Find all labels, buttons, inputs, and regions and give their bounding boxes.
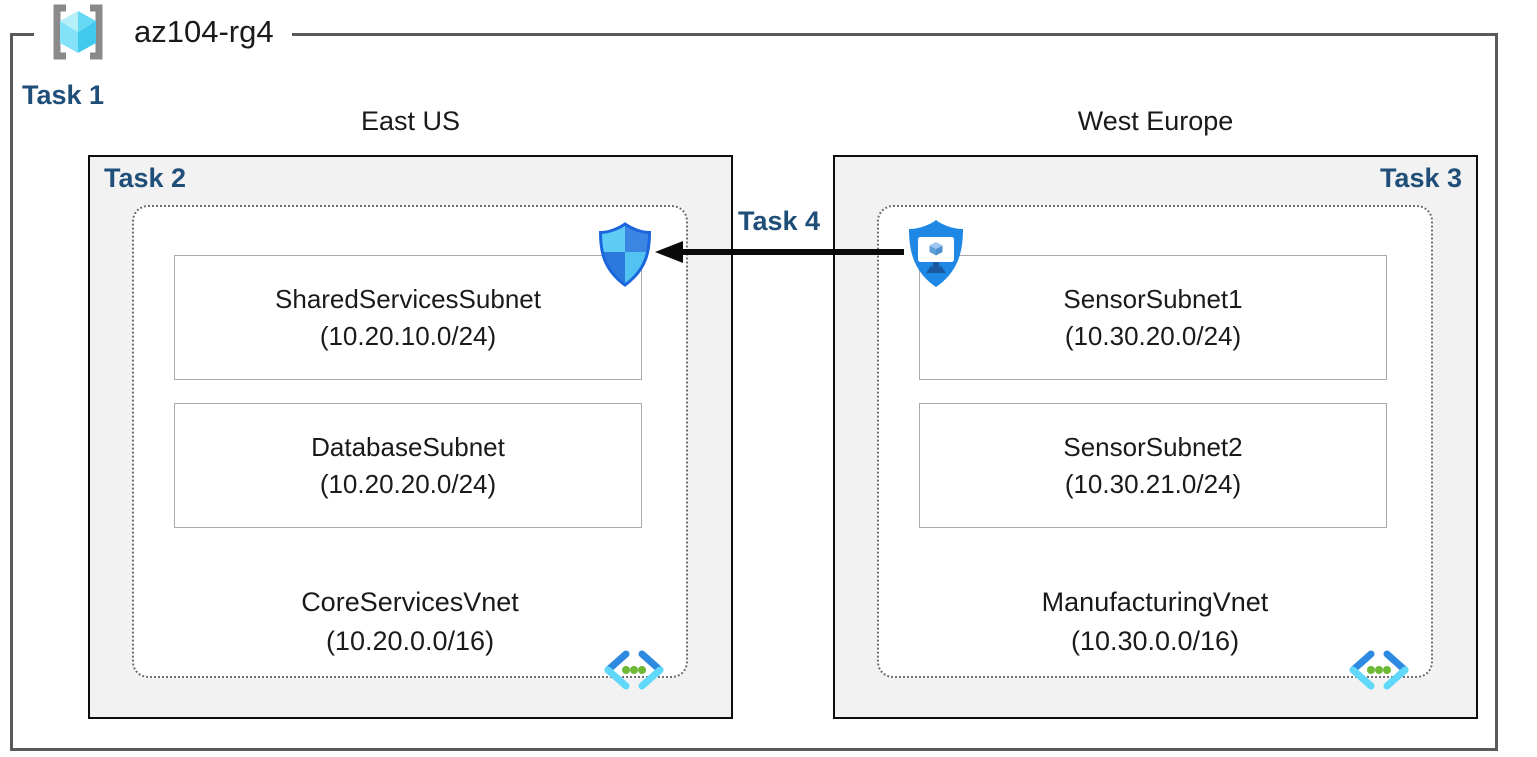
virtual-network-icon bbox=[604, 650, 664, 690]
vnet-cidr: (10.30.0.0/16) bbox=[1070, 625, 1240, 656]
subnet-database: DatabaseSubnet (10.20.20.0/24) bbox=[174, 403, 642, 528]
vnet-label-manufacturing: ManufacturingVnet (10.30.0.0/16) bbox=[879, 583, 1431, 660]
subnet-cidr: (10.30.21.0/24) bbox=[1064, 468, 1242, 499]
subnet-sensor2: SensorSubnet2 (10.30.21.0/24) bbox=[919, 403, 1387, 528]
resource-group-label: az104-rg4 bbox=[34, 0, 292, 64]
task1-label: Task 1 bbox=[22, 80, 105, 110]
subnet-name: SharedServicesSubnet bbox=[275, 283, 541, 314]
subnet-name: SensorSubnet2 bbox=[1063, 431, 1243, 462]
task4-label: Task 4 bbox=[737, 206, 821, 236]
task3-label: Task 3 bbox=[1379, 163, 1462, 193]
vnet-manufacturing: SensorSubnet1 (10.30.20.0/24) SensorSubn… bbox=[877, 205, 1433, 690]
region-title-west-europe: West Europe bbox=[1077, 106, 1234, 136]
vnet-label-coreservices: CoreServicesVnet (10.20.0.0/16) bbox=[134, 583, 686, 660]
subnet-sensor1: SensorSubnet1 (10.30.20.0/24) bbox=[919, 255, 1387, 380]
subnet-cidr: (10.20.10.0/24) bbox=[319, 320, 497, 351]
network-security-shield-icon bbox=[598, 222, 652, 287]
vnet-cidr: (10.20.0.0/16) bbox=[325, 625, 495, 656]
resource-group-name: az104-rg4 bbox=[134, 14, 274, 49]
subnet-name: DatabaseSubnet bbox=[311, 431, 505, 462]
vnet-name: CoreServicesVnet bbox=[301, 587, 519, 618]
subnet-cidr: (10.30.20.0/24) bbox=[1064, 320, 1242, 351]
peering-arrow bbox=[655, 241, 904, 263]
vnet-coreservices: SharedServicesSubnet (10.20.10.0/24) Dat… bbox=[132, 205, 688, 690]
task2-label: Task 2 bbox=[104, 163, 187, 193]
resource-group-icon bbox=[53, 4, 103, 60]
subnet-sharedservices: SharedServicesSubnet (10.20.10.0/24) bbox=[174, 255, 642, 380]
virtual-network-icon bbox=[1349, 650, 1409, 690]
subnet-cidr: (10.20.20.0/24) bbox=[319, 468, 497, 499]
protected-vm-shield-icon bbox=[909, 220, 963, 287]
subnet-name: SensorSubnet1 bbox=[1063, 283, 1243, 314]
resource-group-border bbox=[10, 33, 1498, 751]
region-title-east-us: East US bbox=[360, 106, 461, 136]
vnet-name: ManufacturingVnet bbox=[1041, 587, 1269, 618]
